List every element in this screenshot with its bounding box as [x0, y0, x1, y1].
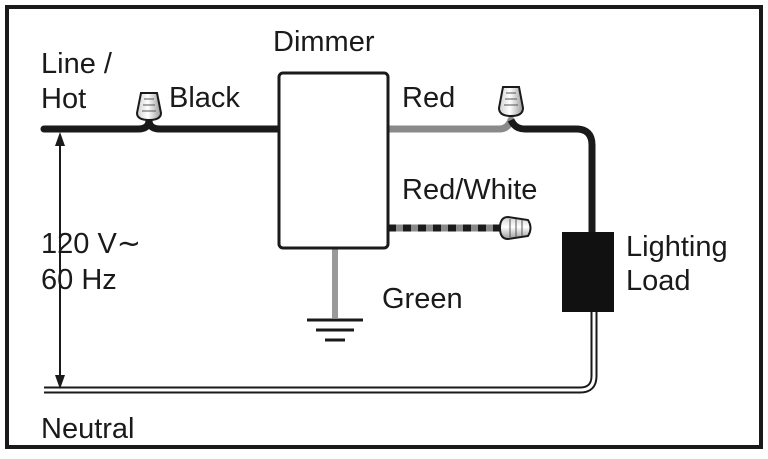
- green-wire-label: Green: [382, 283, 463, 315]
- lighting-load-box: [562, 232, 614, 312]
- wire-nut-red-icon: [497, 86, 525, 118]
- neutral-label: Neutral: [41, 413, 135, 445]
- wire-nut-black-icon: [135, 92, 163, 122]
- line-hot-label-line1: Line /: [41, 48, 113, 80]
- red-white-wire-label: Red/White: [402, 174, 537, 206]
- red-wire-label: Red: [402, 82, 455, 114]
- voltage-arrow: [55, 132, 65, 389]
- dimmer-box: [277, 71, 390, 250]
- lighting-load-label-line1: Lighting: [626, 231, 728, 263]
- lighting-load-label-line2: Load: [626, 265, 691, 297]
- wire-nut-red-white-icon: [498, 215, 532, 241]
- dimmer-label: Dimmer: [273, 26, 375, 58]
- voltage-label: 120 V∼: [41, 228, 141, 260]
- frequency-label: 60 Hz: [41, 264, 117, 296]
- line-hot-label-line2: Hot: [41, 83, 86, 115]
- black-wire-label: Black: [169, 82, 240, 114]
- neutral-wire: [44, 312, 598, 394]
- ground-icon: [307, 318, 363, 342]
- load-wire: [507, 118, 596, 232]
